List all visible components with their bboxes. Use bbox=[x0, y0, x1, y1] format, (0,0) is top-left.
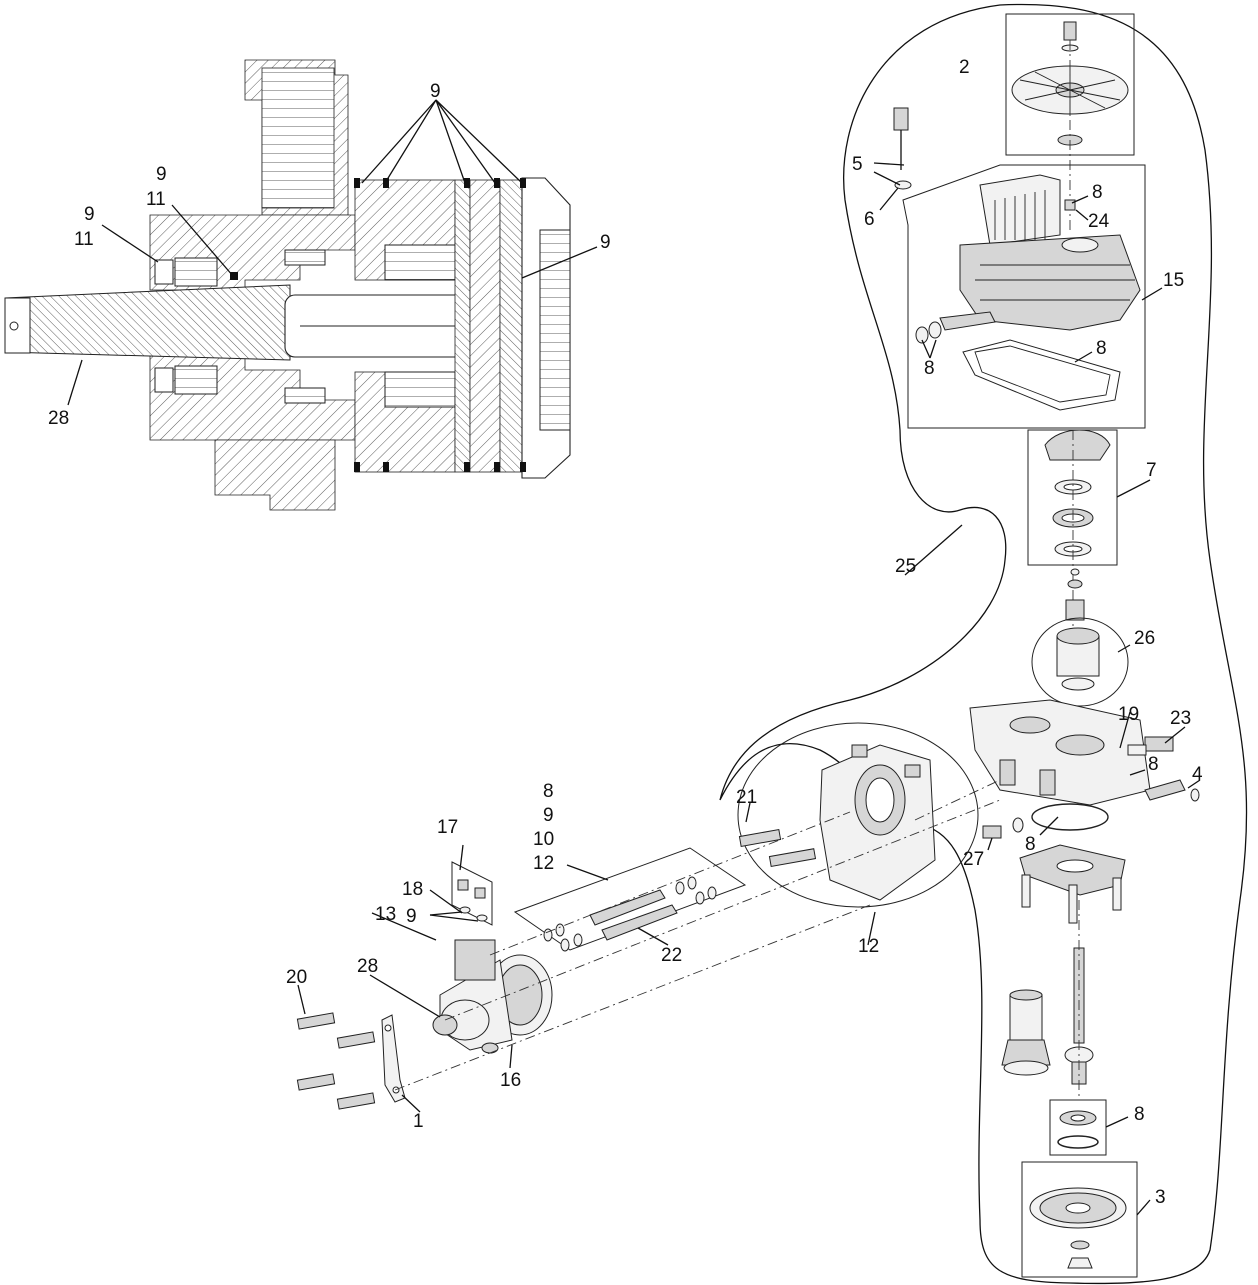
label-kit-12: 12 bbox=[533, 853, 554, 874]
label-20: 20 bbox=[286, 967, 307, 988]
housing-box bbox=[902, 164, 1146, 429]
section-plate-b bbox=[469, 179, 501, 473]
bolts-20-icon bbox=[296, 1012, 376, 1110]
section-piston-bottom bbox=[384, 371, 456, 408]
label-kit-10: 10 bbox=[533, 829, 554, 850]
valve-23-icon bbox=[1127, 736, 1174, 756]
label-16: 16 bbox=[500, 1070, 521, 1091]
label-1: 1 bbox=[413, 1111, 424, 1132]
check-valve-kit-icon bbox=[543, 876, 717, 952]
pump-housing-circle bbox=[737, 722, 979, 908]
label-4: 4 bbox=[1192, 764, 1203, 785]
label-13: 13 bbox=[375, 904, 396, 925]
center-housing-icon bbox=[969, 699, 1151, 806]
label-6: 6 bbox=[864, 209, 875, 230]
label-sect-9-mid: 9 bbox=[156, 164, 167, 185]
label-12: 12 bbox=[858, 936, 879, 957]
upper-housing-icon bbox=[959, 174, 1141, 331]
label-8-left: 8 bbox=[924, 358, 935, 379]
label-26: 26 bbox=[1134, 628, 1155, 649]
cylinder-block-circle bbox=[1031, 617, 1129, 707]
label-5: 5 bbox=[852, 154, 863, 175]
section-orings bbox=[230, 178, 526, 472]
section-seal-bottom bbox=[154, 367, 174, 393]
section-piston-top bbox=[384, 244, 456, 281]
label-27: 27 bbox=[963, 849, 984, 870]
section-plate-a bbox=[454, 179, 471, 473]
label-sect-11-mid: 11 bbox=[146, 189, 166, 210]
label-sect-11-left: 11 bbox=[74, 229, 94, 250]
cylinder-block-icon bbox=[1056, 627, 1100, 691]
seal-washer-icon bbox=[1064, 199, 1076, 211]
pulley-icon bbox=[1029, 1187, 1127, 1269]
label-17: 17 bbox=[437, 817, 458, 838]
pulley-box bbox=[1021, 1161, 1138, 1278]
bolts-icon bbox=[1021, 874, 1122, 924]
label-22: 22 bbox=[661, 945, 682, 966]
label-sect-28: 28 bbox=[48, 408, 69, 429]
section-housing-bottom bbox=[214, 439, 336, 511]
gasket-icon bbox=[962, 339, 1121, 411]
label-9-small: 9 bbox=[406, 906, 417, 927]
section-plate-c bbox=[499, 179, 523, 473]
label-8-bottom: 8 bbox=[1134, 1104, 1145, 1125]
label-sect-9-top: 9 bbox=[430, 81, 441, 102]
label-3: 3 bbox=[1155, 1187, 1166, 1208]
bracket-1-icon bbox=[381, 1014, 406, 1103]
section-end-cover-detail bbox=[539, 229, 571, 431]
label-kit-9: 9 bbox=[543, 805, 554, 826]
label-25: 25 bbox=[895, 556, 916, 577]
section-bearing-bottom bbox=[174, 365, 218, 395]
label-2: 2 bbox=[959, 57, 970, 78]
section-shaft-hole bbox=[9, 321, 19, 331]
label-23: 23 bbox=[1170, 708, 1191, 729]
cross-section-view bbox=[4, 59, 598, 511]
label-sect-9-right: 9 bbox=[600, 232, 611, 253]
oring-icon bbox=[1031, 803, 1109, 831]
label-21: 21 bbox=[736, 787, 757, 808]
label-8-gasket: 8 bbox=[1096, 338, 1107, 359]
plate-box-17 bbox=[451, 861, 493, 926]
label-8-valve: 8 bbox=[1148, 754, 1159, 775]
label-18: 18 bbox=[402, 879, 423, 900]
bypass-rod-icon bbox=[915, 311, 996, 344]
section-housing-lines bbox=[261, 67, 335, 209]
label-19: 19 bbox=[1118, 704, 1139, 725]
section-bearing-top bbox=[174, 257, 218, 287]
label-8-oring: 8 bbox=[1025, 834, 1036, 855]
dipstick-icon bbox=[893, 107, 912, 190]
label-24: 24 bbox=[1088, 211, 1110, 232]
section-needle-bottom bbox=[284, 387, 326, 404]
bearing-box bbox=[1049, 1099, 1107, 1156]
lever-4-icon bbox=[1144, 779, 1200, 802]
section-input-shaft bbox=[4, 284, 291, 361]
bearing-icon bbox=[1057, 1110, 1099, 1149]
fittings-icon bbox=[457, 879, 488, 922]
label-sect-9-left: 9 bbox=[84, 204, 95, 225]
label-15: 15 bbox=[1163, 270, 1184, 291]
label-7: 7 bbox=[1146, 460, 1157, 481]
label-kit-8: 8 bbox=[543, 781, 554, 802]
filter-icon bbox=[1001, 989, 1051, 1076]
pump-housing-icon bbox=[819, 744, 936, 901]
plug-27-icon bbox=[982, 817, 1024, 839]
callout-labels: 9 9 11 9 11 9 28 2 5 6 8 24 15 8 8 7 25 … bbox=[48, 57, 1203, 1208]
front-pump-icon bbox=[432, 939, 553, 1054]
end-cap-icon bbox=[1019, 844, 1126, 896]
charge-pump-icon bbox=[1044, 429, 1111, 557]
label-28: 28 bbox=[357, 956, 378, 977]
section-needle-top bbox=[284, 249, 326, 266]
label-8-top: 8 bbox=[1092, 182, 1103, 203]
section-seal-top bbox=[154, 259, 174, 285]
check-valve-icon bbox=[1065, 568, 1085, 621]
screws-21-icon bbox=[738, 829, 817, 867]
assembly-boundary-25 bbox=[719, 3, 1248, 1285]
